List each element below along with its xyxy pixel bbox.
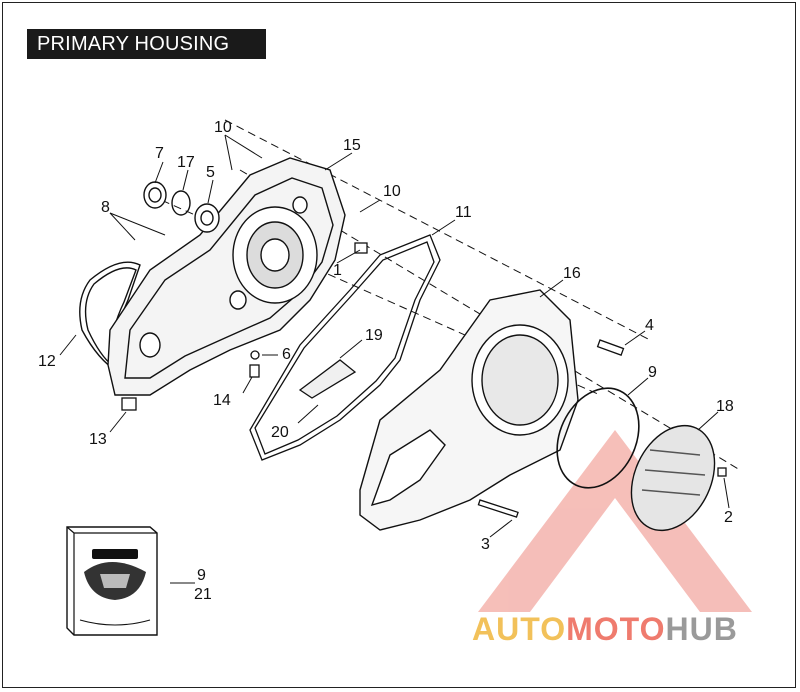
callout-3: 3 (481, 536, 490, 553)
callout-19: 19 (365, 327, 383, 344)
callout-2: 2 (724, 509, 733, 526)
callout-18: 18 (716, 398, 734, 415)
callout-13: 13 (89, 431, 107, 448)
inner-primary-housing-15 (107, 157, 346, 396)
callout-14: 14 (213, 392, 231, 409)
callout-9-kit: 9 (197, 567, 206, 584)
callout-21: 21 (194, 586, 212, 603)
seals (143, 181, 220, 233)
callout-6: 6 (282, 346, 291, 363)
primary-cover-16 (359, 289, 579, 531)
genuine-motor-parts-logo (84, 549, 146, 600)
callout-20: 20 (271, 424, 289, 441)
page-title: PRIMARY HOUSING (27, 29, 266, 59)
callout-1: 1 (333, 262, 342, 279)
callout-9-oring: 9 (648, 364, 657, 381)
callout-7: 7 (155, 145, 164, 162)
watermark-hub: HUB (665, 611, 738, 647)
o-ring-9 (556, 387, 640, 489)
fasteners (121, 242, 727, 518)
watermark-auto: AUTO (472, 611, 567, 647)
leader-lines (59, 134, 730, 584)
gasket-11 (249, 234, 441, 461)
genuine-parts-box (66, 526, 158, 636)
watermark-triangle (478, 430, 752, 612)
callout-8: 8 (101, 199, 110, 216)
callout-15: 15 (343, 137, 361, 154)
callout-17: 17 (177, 154, 195, 171)
derby-cover-18 (630, 424, 716, 532)
callout-10-right: 10 (383, 183, 401, 200)
watermark-moto: MOTO (566, 611, 666, 647)
callout-4: 4 (645, 317, 654, 334)
callout-16: 16 (563, 265, 581, 282)
callout-11: 11 (455, 204, 472, 221)
callout-10-top: 10 (214, 119, 232, 136)
callout-12: 12 (38, 353, 56, 370)
watermark-brand: AUTOMOTOHUB (472, 611, 738, 648)
callout-5: 5 (206, 164, 215, 181)
